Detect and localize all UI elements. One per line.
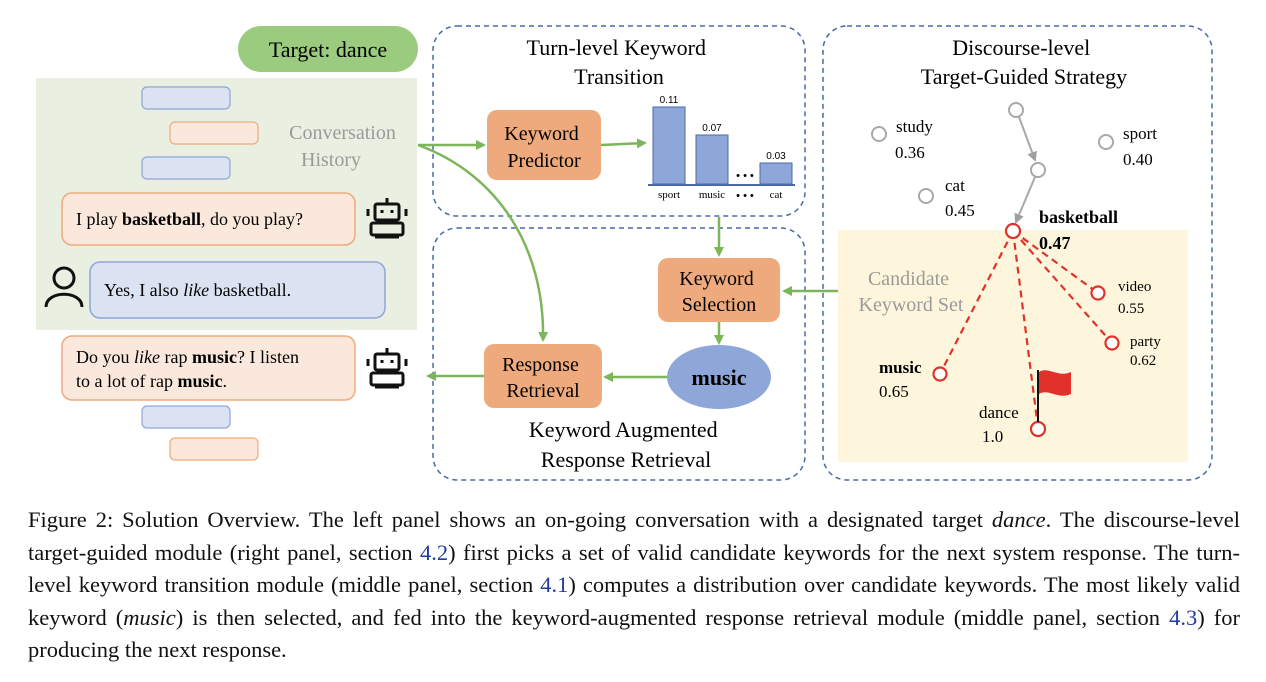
svg-text:Response Retrieval: Response Retrieval [502,354,584,402]
history-bubble-bot-2 [141,156,231,180]
chart-ellipsis-top: • • • [736,170,754,182]
bar-cat [759,162,793,185]
history-bubble-user-1 [169,121,259,145]
svg-text:Keyword Selection: Keyword Selection [679,268,758,316]
flow-arrows [417,138,838,382]
target-label: Target: dance [269,37,387,62]
chart-ellipsis-bottom: • • • [736,190,754,202]
bar-value-label-cat: 0.03 [766,151,786,162]
user-message-bubble: Yes, I also like basketball. [89,261,386,319]
svg-text:I play basketball, do you play: I play basketball, do you play? [76,209,303,229]
future-bubble-bot [141,405,231,429]
retrieval-panel-title: Keyword Augmented Response Retrieval [529,417,723,472]
section-link-4-2[interactable]: 4.2 [419,539,449,565]
turn-level-title: Turn-level Keyword Transition [527,35,712,89]
section-link-4-3[interactable]: 4.3 [1169,604,1198,630]
user-icon [44,266,84,308]
keyword-predictor-box: Keyword Predictor [487,110,601,180]
bar-music [695,134,729,185]
bar-value-label-sport: 0.11 [660,95,679,106]
bar-value-label-music: 0.07 [702,123,722,134]
candidate-edges [939,230,1113,429]
svg-text:Do you like rap music? I liste: Do you like rap music? I listen to a lot… [76,347,303,391]
bot-message-bubble: I play basketball, do you play? [61,192,356,246]
retrieval-panel [432,227,806,481]
discourse-level-title: Discourse-level Target-Guided Strategy [921,35,1127,89]
figure-caption: Figure 2: Solution Overview. The left pa… [28,507,1240,662]
bar-category-label-music: music [699,189,725,201]
bar-category-label-cat: cat [770,189,783,201]
history-label: Conversation History [289,122,401,171]
robot-icon [366,198,408,239]
future-bubble-user [169,437,259,461]
discourse-level-panel [822,25,1213,481]
target-pill: Target: dance [238,26,418,72]
robot-icon-response [366,348,408,389]
keyword-distribution-chart: 0.11 sport 0.07 music 0.03 cat [652,95,793,201]
history-bubble-bot-1 [141,86,231,110]
target-flag-icon [1037,370,1071,422]
bar-category-label-sport: sport [658,189,680,201]
selected-keyword-ellipse: music [667,345,771,409]
svg-text:music: music [692,365,747,390]
turn-level-panel [432,25,806,217]
section-link-4-1[interactable]: 4.1 [540,572,569,597]
keyword-selection-box: Keyword Selection [658,258,780,322]
bar-sport [652,106,686,185]
traversal-path [1008,102,1046,224]
svg-text:Keyword Predictor: Keyword Predictor [504,123,583,172]
svg-text:Yes, I also like basketball.: Yes, I also like basketball. [104,280,291,300]
solution-overview-diagram: Target: dance Conversation History I pla… [36,25,1213,481]
response-message-bubble: Do you like rap music? I listen to a lot… [61,335,356,401]
candidate-keyword-set-label: Candidate Keyword Set [859,268,964,316]
response-retrieval-box: Response Retrieval [484,344,602,408]
candidate-keyword-region [838,230,1188,462]
